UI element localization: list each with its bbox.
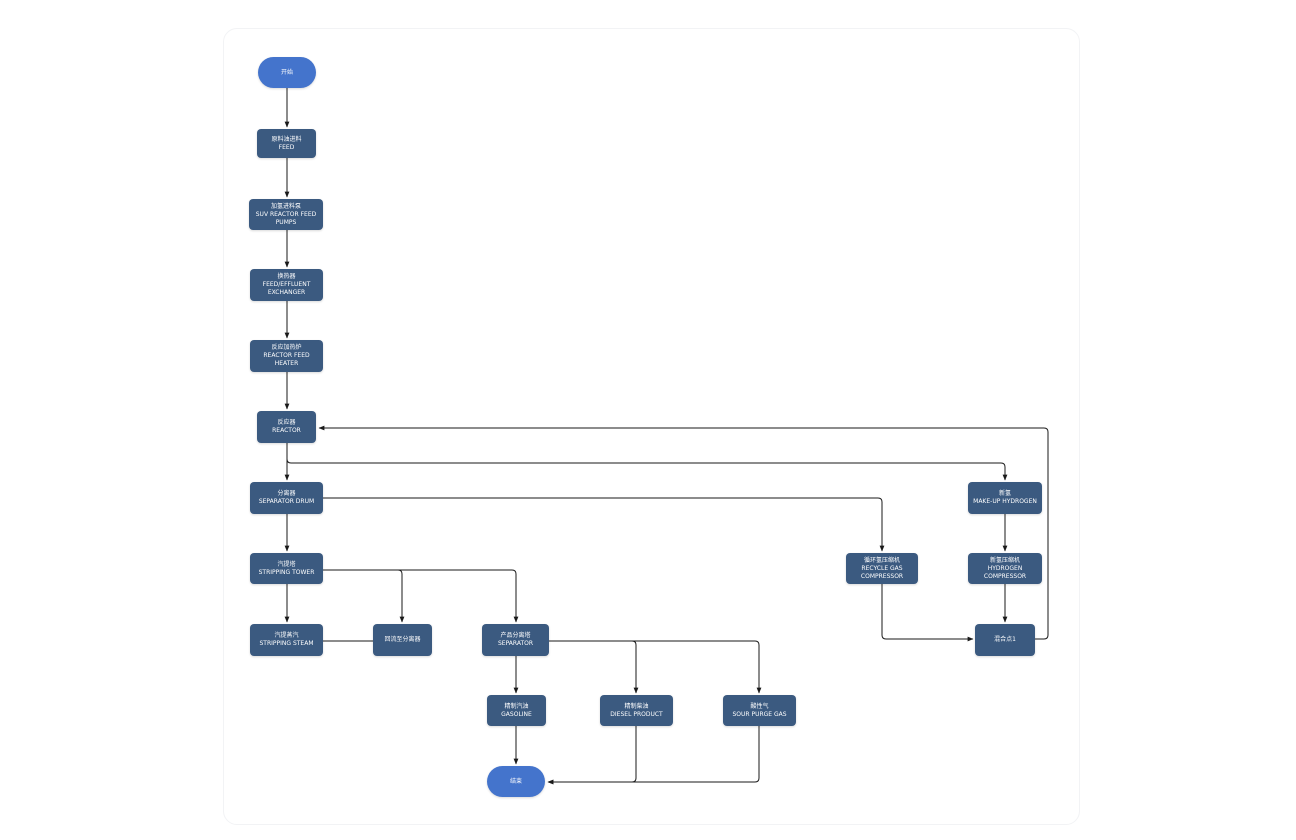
heater-label-en: REACTOR FEED HEATER bbox=[263, 352, 310, 367]
return-separator-label-cn: 回流至分离器 bbox=[384, 636, 421, 643]
edge-sourgas-end bbox=[547, 726, 760, 785]
edge-diesel-end bbox=[547, 726, 637, 785]
stripping-steam-label-en: STRIPPING STEAM bbox=[259, 640, 314, 647]
edge-mixing-reactor bbox=[318, 425, 1049, 640]
mixing-point-label-cn: 混合点1 bbox=[994, 636, 1016, 643]
start-label: 开始 bbox=[280, 68, 293, 76]
sour-gas-label-cn: 酸性气 bbox=[750, 702, 769, 710]
reactor-node[interactable]: 反应器 REACTOR bbox=[257, 411, 316, 443]
feed-label-en: FEED bbox=[278, 143, 295, 151]
separator-drum-label-en: SEPARATOR DRUM bbox=[258, 498, 315, 505]
edge-tower-product bbox=[323, 569, 519, 623]
heater-node[interactable]: 反应加热炉 REACTOR FEED HEATER bbox=[250, 340, 323, 372]
hydrogen-compressor-label-en: HYDROGEN COMPRESSOR bbox=[983, 564, 1027, 580]
stripping-tower-label-cn: 汽提塔 bbox=[277, 560, 296, 568]
sour-gas-node[interactable]: 酸性气 SOUR PURGE GAS bbox=[723, 695, 796, 726]
recycle-compressor-label-en: RECYCLE GAS COMPRESSOR bbox=[860, 564, 904, 580]
mixing-point-node[interactable]: 混合点1 bbox=[975, 624, 1035, 656]
return-separator-node[interactable]: 回流至分离器 bbox=[373, 624, 432, 656]
edge-tower-return bbox=[323, 569, 405, 623]
feed-node[interactable]: 原料油进料 FEED bbox=[257, 129, 316, 158]
end-label: 结束 bbox=[509, 777, 522, 785]
recycle-compressor-label-cn: 循环氢压缩机 bbox=[863, 556, 900, 564]
makeup-hydrogen-node[interactable]: 新氢 MAKE-UP HYDROGEN bbox=[968, 482, 1042, 514]
edge-product-diesel bbox=[549, 640, 639, 694]
hydrogen-compressor-node[interactable]: 新氢压缩机 HYDROGEN COMPRESSOR bbox=[968, 553, 1042, 584]
diesel-node[interactable]: 精制柴油 DIESEL PRODUCT bbox=[600, 695, 673, 726]
reactor-label-en: REACTOR bbox=[272, 427, 301, 434]
edge-recycle-mixing bbox=[881, 584, 974, 642]
diesel-label-cn: 精制柴油 bbox=[624, 702, 649, 710]
start-node[interactable]: 开始 bbox=[258, 57, 316, 88]
exchanger-label-cn: 换热器 bbox=[277, 273, 296, 280]
feed-label-cn: 原料油进料 bbox=[271, 135, 302, 143]
separator-drum-node[interactable]: 分离器 SEPARATOR DRUM bbox=[250, 482, 323, 514]
hydrogen-compressor-label-cn: 新氢压缩机 bbox=[989, 556, 1020, 564]
stripping-tower-label-en: STRIPPING TOWER bbox=[258, 568, 315, 576]
product-separator-label-cn: 产品分离塔 bbox=[500, 632, 531, 639]
gasoline-node[interactable]: 精制汽油 GASOLINE bbox=[487, 695, 546, 726]
stripping-steam-label-cn: 汽提蒸汽 bbox=[274, 632, 299, 639]
diesel-label-en: DIESEL PRODUCT bbox=[610, 710, 663, 718]
end-node[interactable]: 结束 bbox=[487, 766, 545, 797]
edge-reactor-makeup bbox=[286, 443, 1008, 481]
pumps-label-en: SUV REACTOR FEED PUMPS bbox=[255, 210, 317, 226]
sour-gas-label-en: SOUR PURGE GAS bbox=[732, 710, 787, 718]
recycle-compressor-node[interactable]: 循环氢压缩机 RECYCLE GAS COMPRESSOR bbox=[846, 553, 918, 584]
heater-label-cn: 反应加热炉 bbox=[271, 344, 302, 351]
separator-drum-label-cn: 分离器 bbox=[277, 490, 296, 497]
product-separator-node[interactable]: 产品分离塔 SEPARATOR bbox=[482, 624, 549, 656]
product-separator-label-en: SEPARATOR bbox=[497, 640, 534, 647]
exchanger-node[interactable]: 换热器 FEED/EFFLUENT EXCHANGER bbox=[250, 269, 323, 301]
makeup-hydrogen-label-cn: 新氢 bbox=[998, 490, 1011, 497]
exchanger-label-en: FEED/EFFLUENT EXCHANGER bbox=[262, 281, 311, 296]
diagram-canvas bbox=[223, 28, 1080, 825]
reactor-label-cn: 反应器 bbox=[277, 419, 296, 426]
edge-separator-recycle bbox=[323, 497, 885, 552]
gasoline-label-en: GASOLINE bbox=[501, 710, 532, 718]
edge-product-sourgas bbox=[549, 640, 762, 694]
makeup-hydrogen-label-en: MAKE-UP HYDROGEN bbox=[973, 498, 1037, 505]
gasoline-label-cn: 精制汽油 bbox=[504, 702, 529, 710]
pumps-label-cn: 加氢进料泵 bbox=[270, 202, 301, 210]
pumps-node[interactable]: 加氢进料泵 SUV REACTOR FEED PUMPS bbox=[249, 199, 323, 230]
stripping-tower-node[interactable]: 汽提塔 STRIPPING TOWER bbox=[250, 553, 323, 584]
stripping-steam-node[interactable]: 汽提蒸汽 STRIPPING STEAM bbox=[250, 624, 323, 656]
